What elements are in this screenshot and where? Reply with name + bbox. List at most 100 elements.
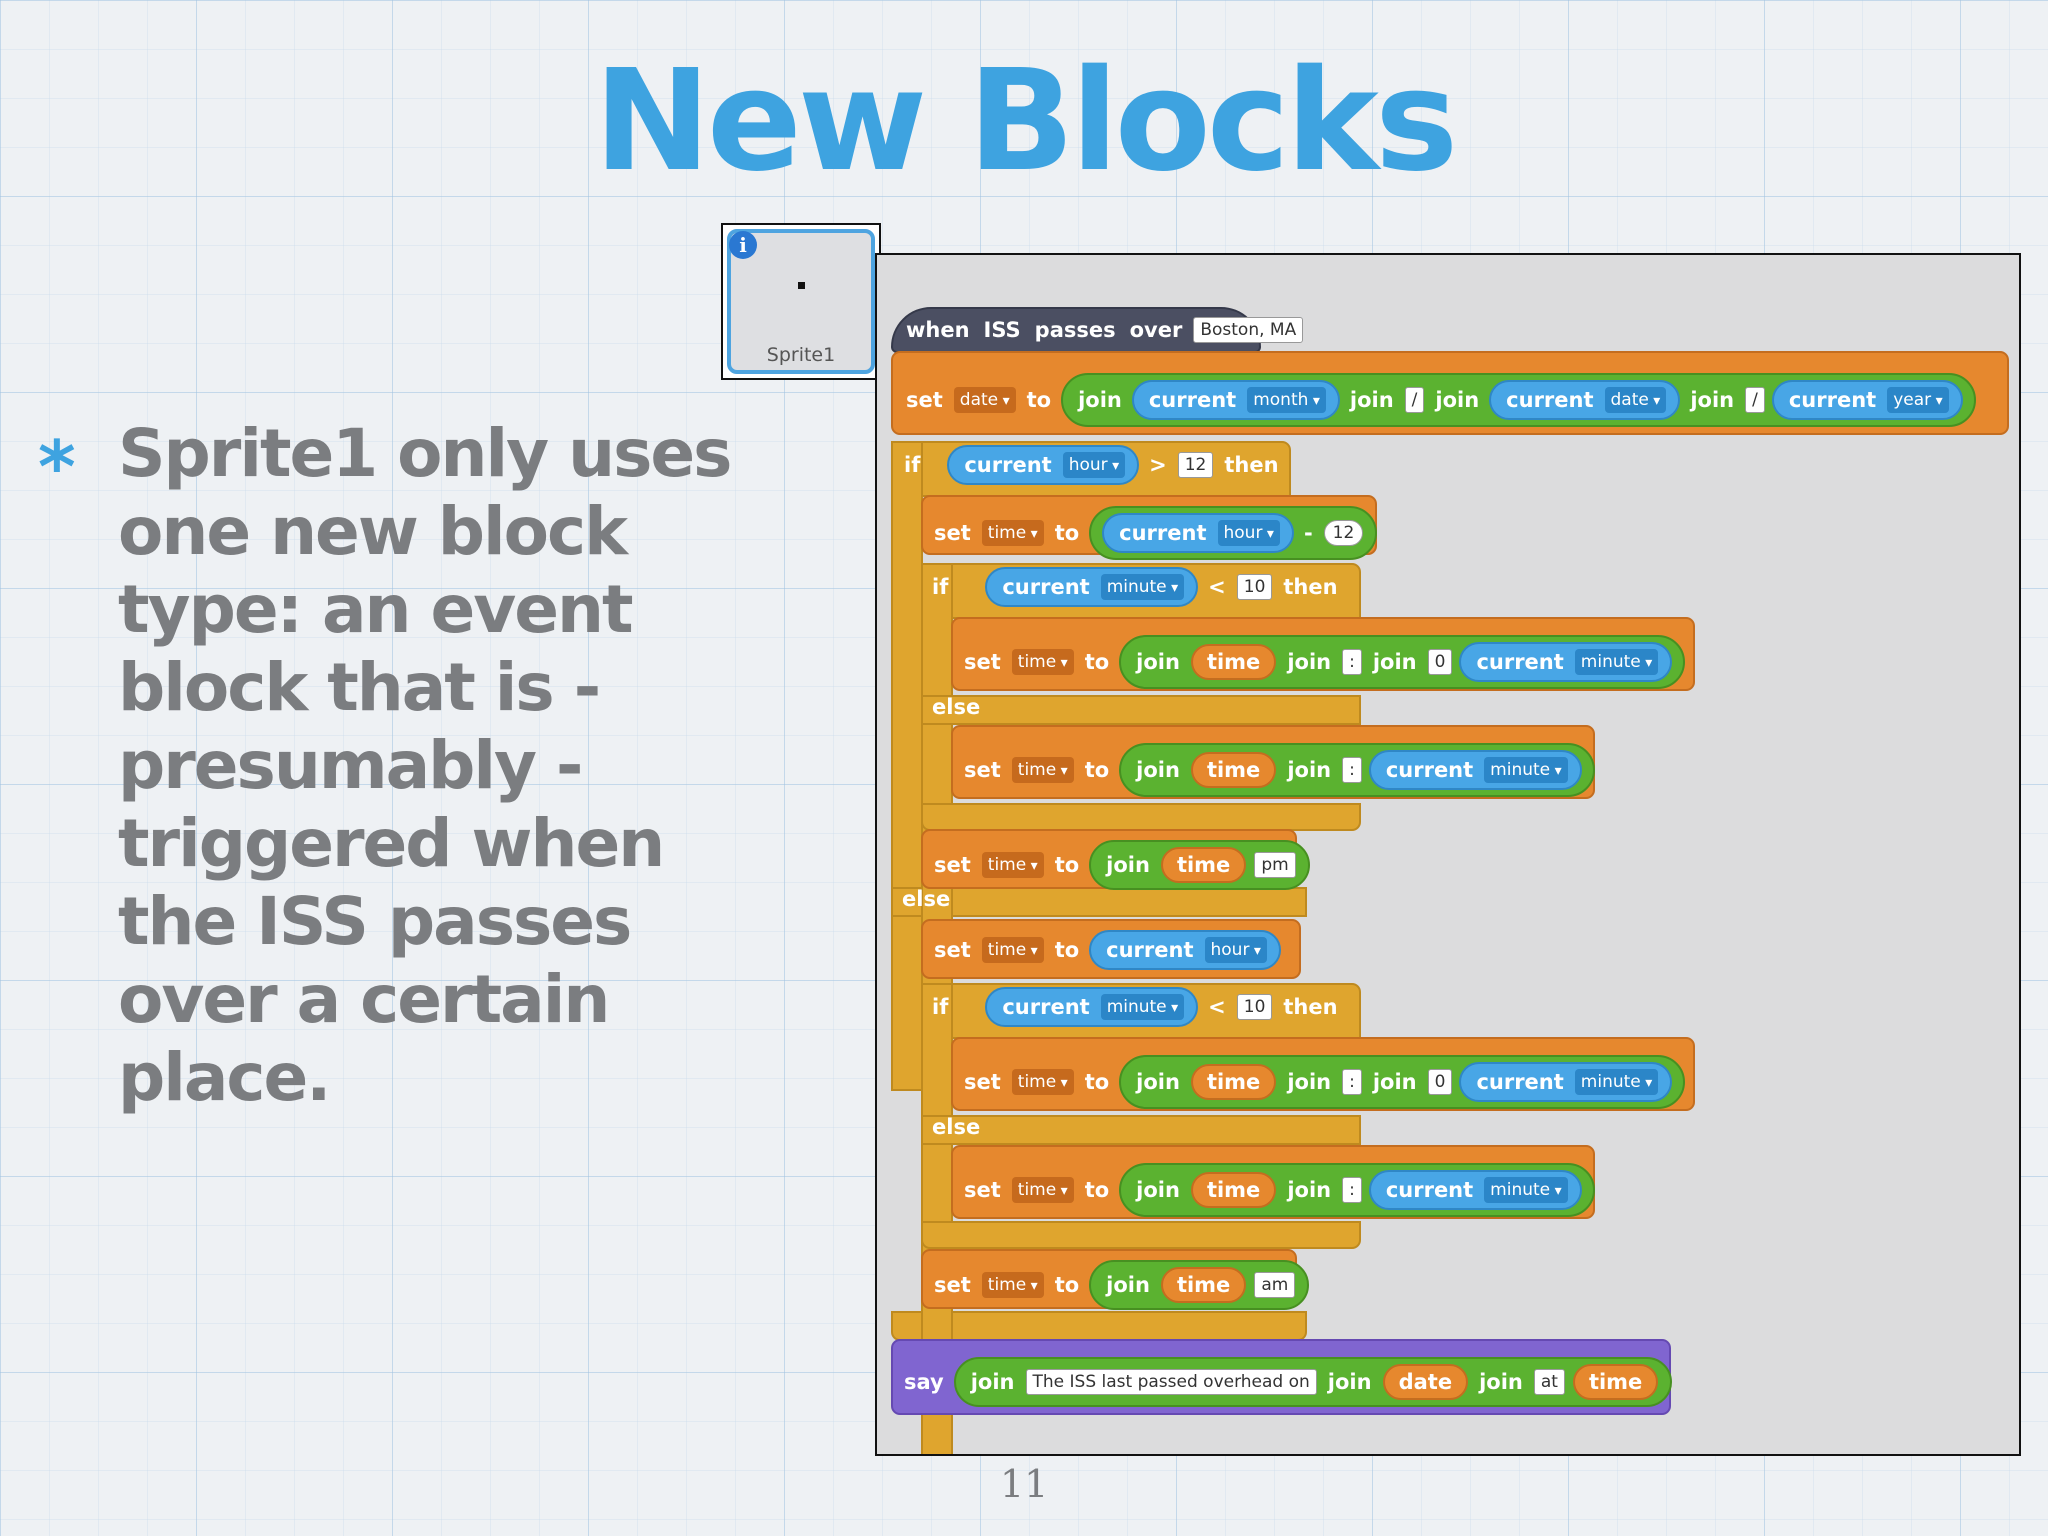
zero-input[interactable]: 0 [1427, 1069, 1453, 1095]
twelve-input[interactable]: 12 [1323, 520, 1364, 546]
place-input[interactable]: Boston, MA [1193, 317, 1304, 343]
set-time-am[interactable]: set time to join time am [921, 1249, 1310, 1310]
var-time-dropdown[interactable]: time [1011, 1069, 1074, 1095]
var-time-dropdown[interactable]: time [1011, 757, 1074, 783]
sprite-tile[interactable]: i Sprite1 [727, 229, 875, 374]
script-area[interactable]: when ISS passes over Boston, MA set date… [875, 253, 2021, 1456]
time-reporter[interactable]: time [1160, 1267, 1247, 1303]
if-label: if [904, 453, 921, 477]
hat-block[interactable]: when ISS passes over Boston, MA [891, 307, 1304, 353]
minute-dropdown[interactable]: minute [1484, 1177, 1568, 1203]
minute-dropdown[interactable]: minute [1100, 994, 1185, 1020]
var-time-dropdown[interactable]: time [981, 852, 1044, 878]
ten-input[interactable]: 10 [1236, 994, 1273, 1020]
current-hour-reporter[interactable]: current hour [1102, 513, 1294, 553]
minute-dropdown[interactable]: minute [1574, 649, 1659, 675]
slash-input[interactable]: / [1745, 387, 1765, 413]
current-label: current [1119, 521, 1207, 545]
am-input[interactable]: am [1254, 1272, 1296, 1298]
year-dropdown[interactable]: year [1887, 387, 1949, 413]
join-reporter[interactable]: join time am [1089, 1260, 1310, 1310]
current-minute-reporter[interactable]: current minute [1459, 1062, 1673, 1102]
colon-input[interactable]: : [1342, 757, 1362, 783]
hour-dropdown[interactable]: hour [1217, 520, 1280, 546]
time-reporter[interactable]: time [1190, 644, 1277, 680]
current-label: current [964, 453, 1052, 477]
join-label: join [1287, 1070, 1332, 1094]
join-reporter[interactable]: join The ISS last passed overhead on joi… [953, 1357, 1673, 1407]
time-reporter[interactable]: time [1190, 1172, 1277, 1208]
twelve-input[interactable]: 12 [1177, 452, 1214, 478]
current-minute-reporter[interactable]: current minute [1459, 642, 1673, 682]
hour-dropdown[interactable]: hour [1062, 452, 1126, 478]
time-reporter[interactable]: time [1160, 847, 1247, 883]
say-block[interactable]: say join The ISS last passed overhead on… [891, 1339, 1673, 1415]
slash-input[interactable]: / [1404, 387, 1425, 413]
time-reporter[interactable]: time [1190, 1064, 1277, 1100]
var-date-dropdown[interactable]: date [953, 387, 1016, 413]
lt-operator: < [1208, 995, 1226, 1019]
to-label: to [1084, 758, 1110, 782]
iss-text-input[interactable]: The ISS last passed overhead on [1025, 1369, 1317, 1395]
colon-input[interactable]: : [1342, 649, 1362, 675]
set-label: set [964, 1070, 1001, 1094]
var-time-dropdown[interactable]: time [1011, 1177, 1074, 1203]
set-label: set [964, 1178, 1001, 1202]
current-label: current [1476, 650, 1564, 674]
join-reporter[interactable]: join time pm [1089, 840, 1310, 890]
join-label: join [1106, 853, 1150, 877]
else-bar-1 [921, 695, 1361, 725]
else-label: else [932, 1115, 981, 1139]
colon-input[interactable]: : [1342, 1069, 1362, 1095]
set-time-pm[interactable]: set time to join time pm [921, 829, 1310, 890]
at-input[interactable]: at [1533, 1369, 1565, 1395]
zero-input[interactable]: 0 [1427, 649, 1453, 675]
time-reporter[interactable]: time [1190, 752, 1277, 788]
current-hour-reporter[interactable]: current hour [947, 445, 1140, 485]
minute-dropdown[interactable]: minute [1574, 1069, 1659, 1095]
join-label: join [1136, 1178, 1180, 1202]
time-reporter[interactable]: time [1572, 1364, 1659, 1400]
hour-dropdown[interactable]: hour [1204, 937, 1267, 963]
date-reporter[interactable]: date [1382, 1364, 1469, 1400]
minute-dropdown[interactable]: minute [1484, 757, 1568, 783]
set-time-pad-zero-1[interactable]: set time to join time join : join 0 curr… [951, 617, 1695, 691]
var-time-dropdown[interactable]: time [1011, 649, 1074, 675]
set-time-pad-zero-2[interactable]: set time to join time join : join 0 curr… [951, 1037, 1695, 1111]
var-time-dropdown[interactable]: time [981, 937, 1044, 963]
date-dropdown[interactable]: date [1604, 387, 1667, 413]
sprite-thumbnail[interactable]: i Sprite1 [721, 223, 881, 380]
set-label: set [964, 650, 1001, 674]
var-time-dropdown[interactable]: time [981, 1272, 1044, 1298]
info-icon[interactable]: i [729, 231, 757, 259]
pm-input[interactable]: pm [1254, 852, 1296, 878]
to-label: to [1084, 650, 1110, 674]
minute-dropdown[interactable]: minute [1100, 574, 1185, 600]
set-time-no-pad-1[interactable]: set time to join time join : currentminu… [951, 725, 1595, 799]
set-time-no-pad-2[interactable]: set time to join time join : currentminu… [951, 1145, 1595, 1219]
var-time-dropdown[interactable]: time [981, 520, 1044, 546]
month-dropdown[interactable]: month [1247, 387, 1326, 413]
ten-input[interactable]: 10 [1236, 574, 1273, 600]
current-label: current [1476, 1070, 1564, 1094]
lt-operator: < [1208, 575, 1226, 599]
colon-input[interactable]: : [1342, 1177, 1362, 1203]
